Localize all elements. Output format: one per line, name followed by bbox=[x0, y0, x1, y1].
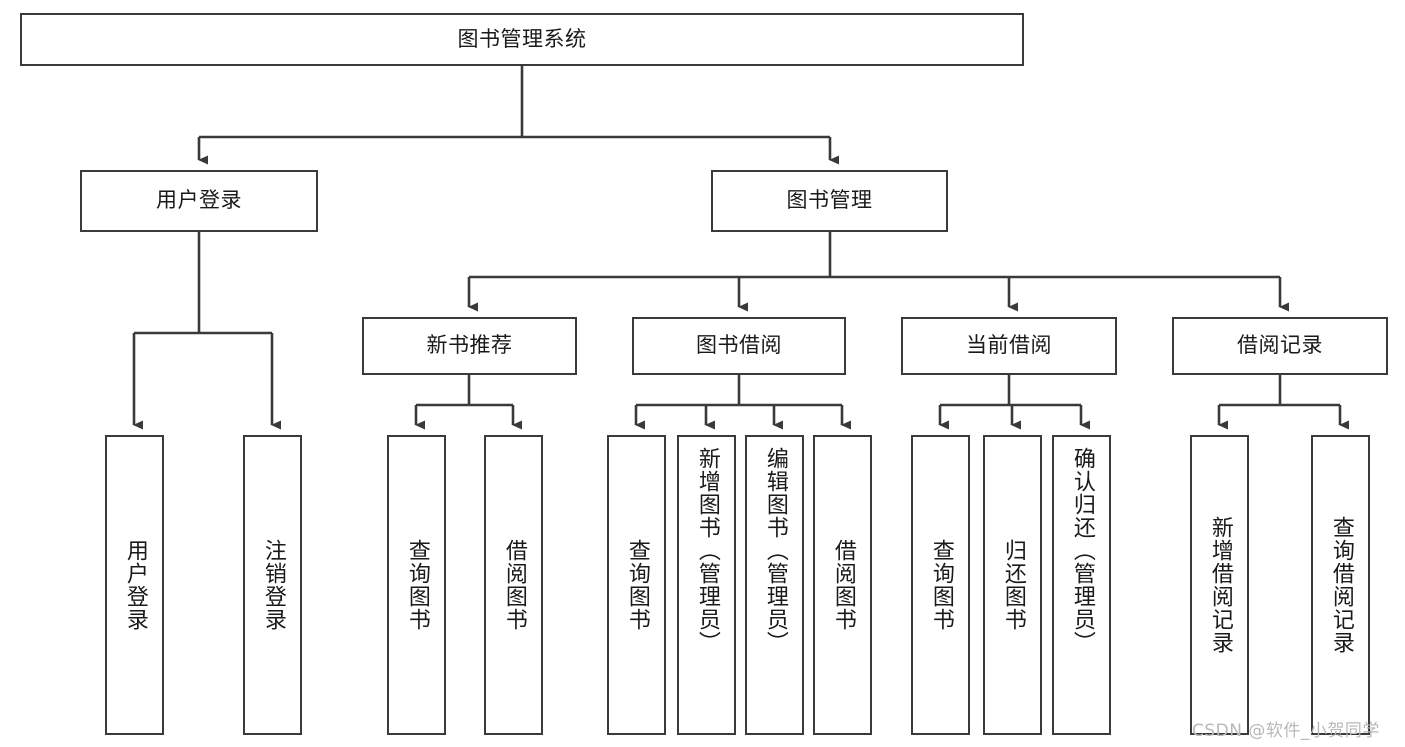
node-leaf-11[interactable]: 新增借阅记录 bbox=[1190, 435, 1249, 735]
node-leaf-7-label: 借阅图书 bbox=[830, 539, 856, 631]
node-leaf-1-label: 注销登录 bbox=[260, 539, 286, 631]
node-leaf-12-label: 查询借阅记录 bbox=[1328, 516, 1354, 654]
node-level2-0-label: 用户登录 bbox=[156, 188, 242, 213]
node-root-label: 图书管理系统 bbox=[457, 26, 587, 51]
node-level3-2[interactable]: 当前借阅 bbox=[901, 317, 1117, 375]
node-leaf-3[interactable]: 借阅图书 bbox=[484, 435, 543, 735]
node-leaf-2[interactable]: 查询图书 bbox=[387, 435, 446, 735]
node-leaf-10-label: 确认归还（管理员） bbox=[1069, 447, 1095, 654]
node-leaf-6[interactable]: 编辑图书（管理员） bbox=[745, 435, 804, 735]
node-leaf-9[interactable]: 归还图书 bbox=[983, 435, 1042, 735]
node-leaf-12[interactable]: 查询借阅记录 bbox=[1311, 435, 1370, 735]
node-level3-3-label: 借阅记录 bbox=[1237, 333, 1323, 358]
node-leaf-8-label: 查询图书 bbox=[928, 539, 954, 631]
node-level3-1-label: 图书借阅 bbox=[696, 333, 782, 358]
csdn-watermark: CSDN @软件_小贺同学 bbox=[1192, 721, 1380, 741]
node-leaf-0-label: 用户登录 bbox=[122, 539, 148, 631]
node-level3-1[interactable]: 图书借阅 bbox=[632, 317, 846, 375]
node-leaf-7[interactable]: 借阅图书 bbox=[813, 435, 872, 735]
node-leaf-2-label: 查询图书 bbox=[404, 539, 430, 631]
node-leaf-6-label: 编辑图书（管理员） bbox=[762, 447, 788, 654]
node-level3-2-label: 当前借阅 bbox=[966, 333, 1052, 358]
node-root[interactable]: 图书管理系统 bbox=[20, 13, 1024, 66]
node-leaf-5-label: 新增图书（管理员） bbox=[694, 447, 720, 654]
node-leaf-4[interactable]: 查询图书 bbox=[607, 435, 666, 735]
node-leaf-5[interactable]: 新增图书（管理员） bbox=[677, 435, 736, 735]
node-level2-1[interactable]: 图书管理 bbox=[711, 170, 948, 232]
node-leaf-11-label: 新增借阅记录 bbox=[1207, 516, 1233, 654]
node-level3-0-label: 新书推荐 bbox=[426, 333, 513, 358]
node-level2-0[interactable]: 用户登录 bbox=[80, 170, 318, 232]
node-leaf-10[interactable]: 确认归还（管理员） bbox=[1052, 435, 1111, 735]
node-level3-0[interactable]: 新书推荐 bbox=[362, 317, 577, 375]
node-level2-1-label: 图书管理 bbox=[786, 188, 873, 213]
node-leaf-9-label: 归还图书 bbox=[1000, 539, 1026, 631]
node-leaf-0[interactable]: 用户登录 bbox=[105, 435, 164, 735]
node-leaf-8[interactable]: 查询图书 bbox=[911, 435, 970, 735]
node-leaf-4-label: 查询图书 bbox=[624, 539, 650, 631]
node-leaf-3-label: 借阅图书 bbox=[501, 539, 527, 631]
node-leaf-1[interactable]: 注销登录 bbox=[243, 435, 302, 735]
node-level3-3[interactable]: 借阅记录 bbox=[1172, 317, 1388, 375]
